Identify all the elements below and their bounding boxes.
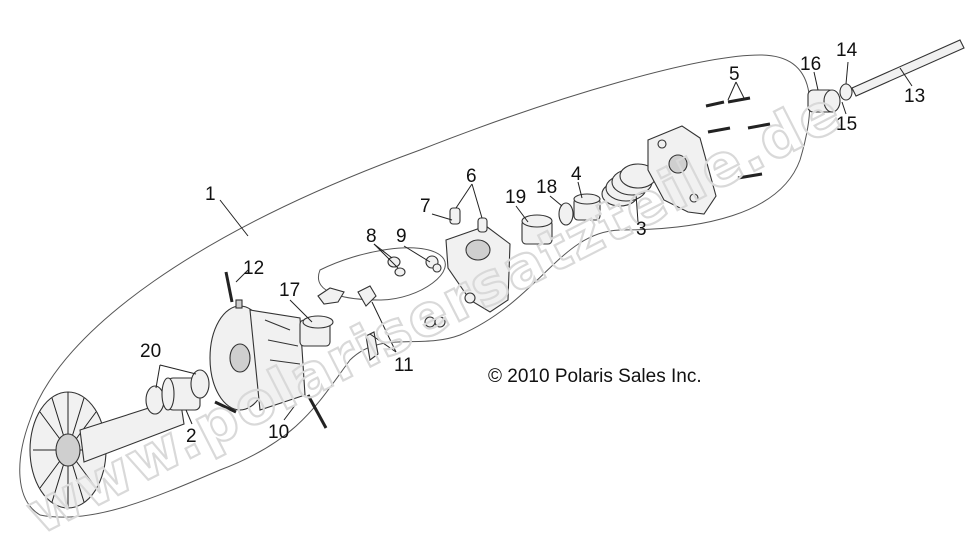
pins	[214, 271, 328, 429]
callout-7: 7	[420, 196, 431, 217]
small-springs	[387, 255, 442, 277]
callout-6: 6	[466, 166, 477, 187]
callout-11: 11	[394, 355, 414, 376]
callout-1: 1	[205, 184, 216, 205]
callout-12: 12	[243, 258, 264, 279]
callout-18: 18	[536, 177, 557, 198]
bushing-set	[145, 369, 210, 415]
callout-4: 4	[571, 164, 582, 185]
callout-8: 8	[366, 226, 377, 247]
bushings-19-18-4	[521, 193, 601, 245]
spider-cam	[424, 207, 511, 328]
clutch-cover	[647, 125, 717, 215]
callout-5: 5	[729, 64, 740, 85]
watermark-text: www.polarisersatzteile.de	[15, 76, 852, 547]
leader-lines	[155, 61, 913, 425]
bolts	[705, 96, 771, 180]
copyright-text: © 2010 Polaris Sales Inc.	[488, 366, 702, 387]
roller-arms	[317, 285, 379, 361]
callout-9: 9	[396, 226, 407, 247]
callout-13: 13	[904, 86, 925, 107]
clutch-sheave	[29, 391, 185, 509]
callout-14: 14	[836, 40, 858, 61]
callout-15: 15	[836, 114, 857, 135]
callout-10: 10	[268, 422, 289, 443]
callout-20: 20	[140, 341, 161, 362]
callout-17: 17	[279, 280, 300, 301]
callout-3: 3	[636, 219, 647, 240]
callout-2: 2	[186, 426, 197, 447]
callout-16: 16	[800, 54, 821, 75]
bushing-17	[299, 315, 334, 347]
callout-19: 19	[505, 187, 526, 208]
assembly-outline	[19, 54, 811, 518]
